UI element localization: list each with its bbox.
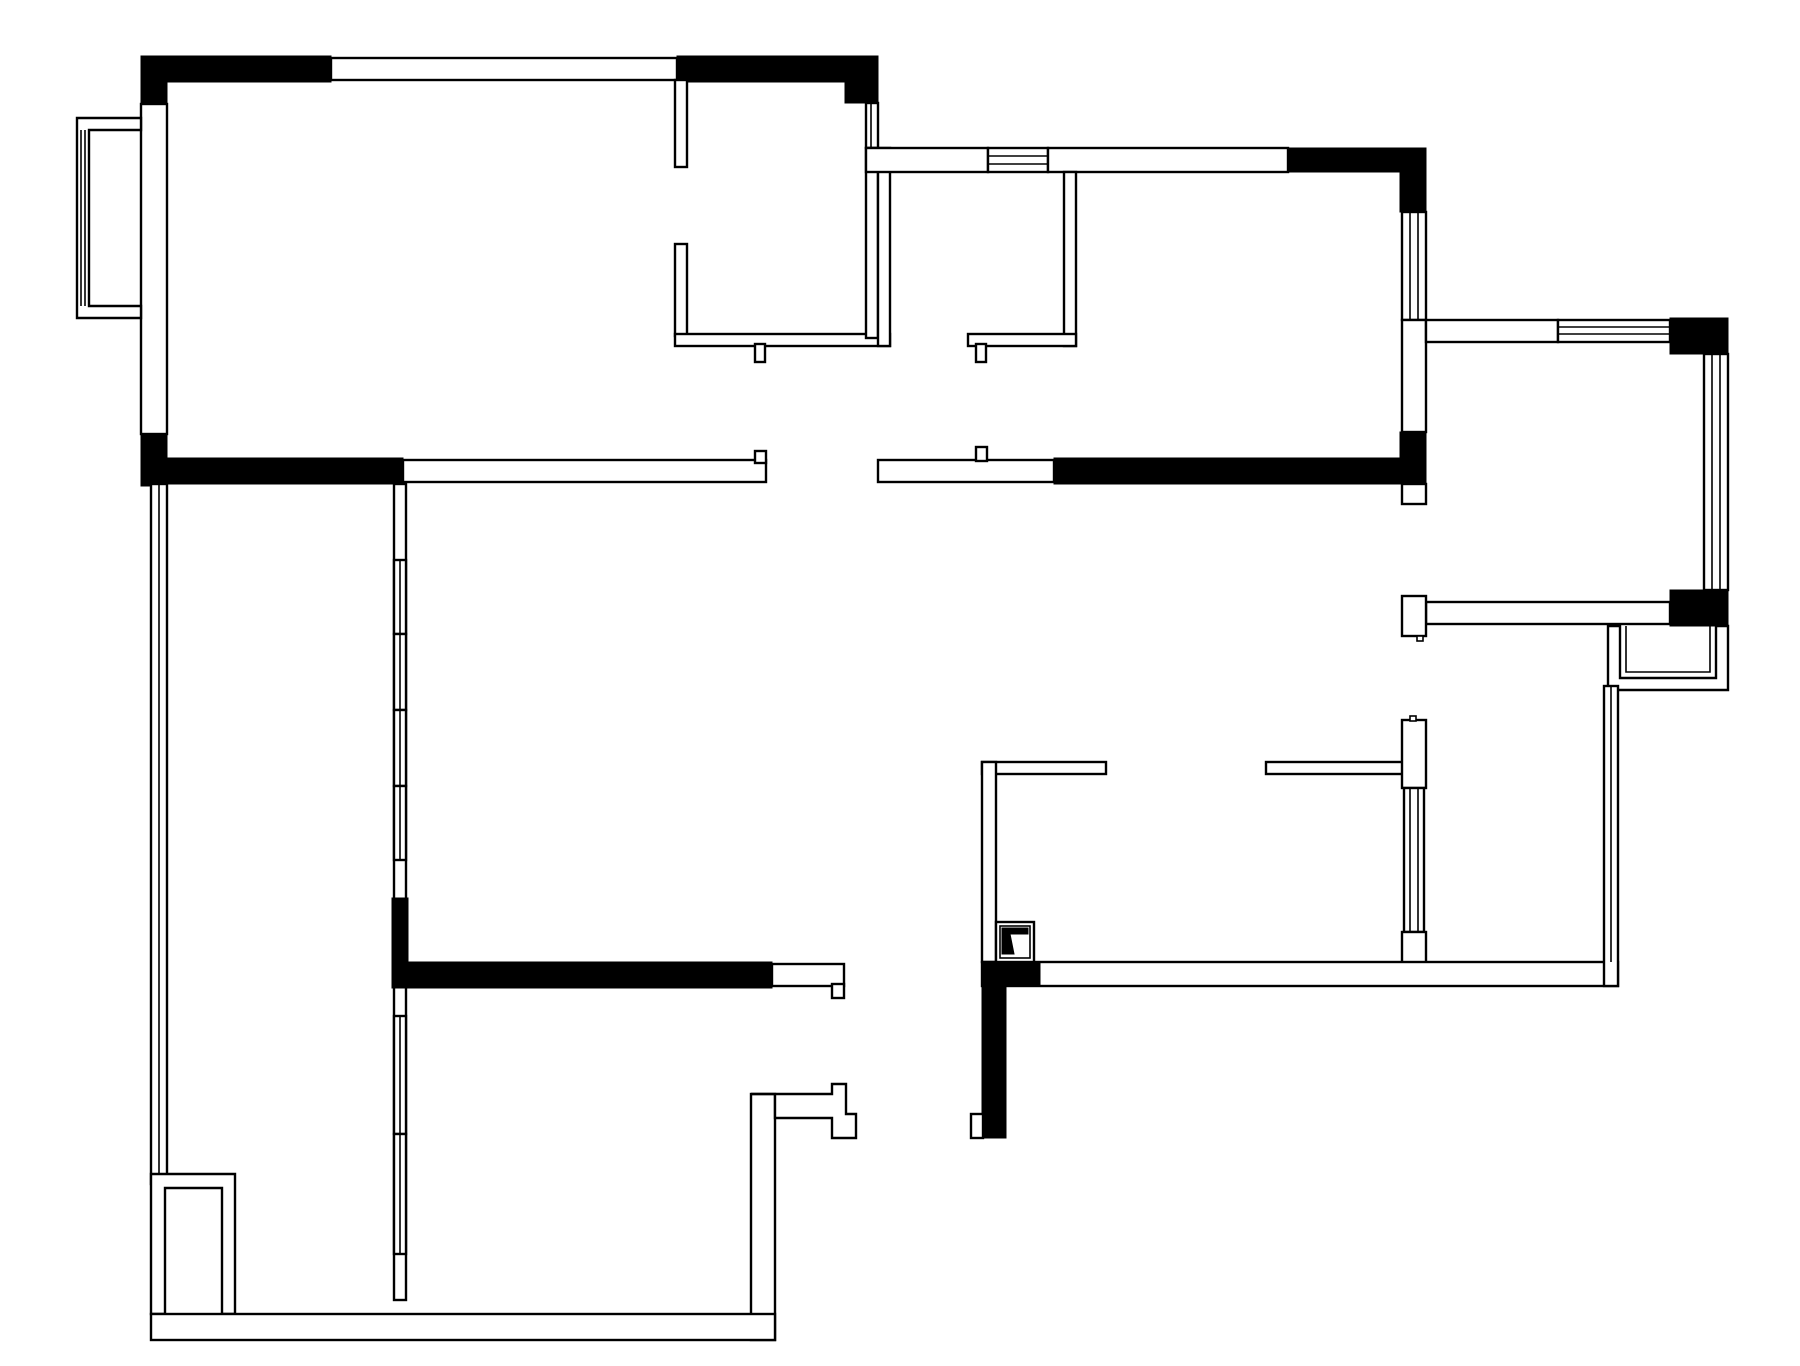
- mid-right-window: [1400, 210, 1428, 322]
- br-top-wall-left: [980, 760, 1108, 776]
- partition-bottom-left: [673, 332, 892, 348]
- right-bottom-wall-stub: [1400, 594, 1428, 638]
- partition-stub-upper: [673, 78, 689, 169]
- br-left-solid-stub: [969, 1112, 985, 1140]
- br-right-pin: [1409, 715, 1417, 722]
- mid-top-window: [986, 146, 1050, 174]
- bottom-wall-outline: [401, 458, 768, 484]
- bay-window-left: [75, 116, 143, 320]
- bl-top-wall-stub: [770, 962, 846, 988]
- mid-divider-vertical: [1062, 170, 1078, 348]
- bl-top-door-post: [830, 982, 846, 1000]
- room-bottom-right: [969, 684, 1620, 1140]
- mid-right-wall-lower: [1400, 318, 1428, 434]
- right-corner-solid-bottom: [1669, 589, 1729, 627]
- bl-door-jamb: [751, 1082, 858, 1140]
- mid-divider-foot: [966, 332, 1078, 348]
- room-top-middle: [864, 146, 1428, 506]
- mid-right-wall-solid-top: [1399, 147, 1427, 213]
- right-bottom-pin: [1416, 635, 1424, 642]
- right-side-window: [1702, 352, 1730, 592]
- top-wall-window: [329, 56, 679, 82]
- right-top-wall: [1424, 318, 1560, 344]
- right-bottom-wall: [1424, 600, 1672, 626]
- br-bottom-wall: [980, 960, 1620, 988]
- shaft-symbol-icon: [1001, 927, 1029, 955]
- mid-top-wall-left: [864, 146, 990, 174]
- partition-right-cap: [876, 146, 892, 348]
- top-wall-solid-left: [140, 55, 332, 83]
- mid-bottom-wall-solid: [1053, 457, 1427, 485]
- room-right: [1400, 317, 1730, 692]
- room-bottom-left: [149, 961, 858, 1342]
- mid-right-wall-stub: [1400, 482, 1428, 506]
- mid-bottom-door-post: [974, 445, 989, 463]
- top-left-room-right-window: [864, 101, 880, 150]
- br-top-wall-right: [1264, 760, 1424, 776]
- bottom-wall-door-post: [753, 449, 768, 465]
- bl-right-wall: [749, 1092, 777, 1342]
- partition-stub-lower: [673, 242, 689, 338]
- mid-bottom-wall-outline: [876, 458, 1056, 484]
- bottom-wall-solid-left: [140, 457, 404, 485]
- left-wall-solid-top: [140, 55, 168, 108]
- br-right-wall-upper: [1400, 718, 1428, 790]
- br-left-solid-column: [981, 961, 1007, 1139]
- room-top-left: [75, 55, 892, 487]
- partition-right-vertical: [864, 146, 880, 340]
- br-right-wall-lower: [1400, 930, 1428, 966]
- corner-column-top-right: [844, 55, 879, 104]
- balcony-ledge-inner: [1625, 626, 1711, 673]
- br-left-wall: [980, 760, 998, 964]
- balcony-ledge: [1606, 624, 1730, 692]
- br-right-window: [1402, 786, 1426, 934]
- left-wall-upper: [139, 102, 169, 436]
- right-top-window: [1556, 318, 1672, 344]
- mid-door-post: [974, 342, 988, 364]
- right-corner-solid-top: [1669, 317, 1729, 355]
- mid-top-wall-right: [1046, 146, 1290, 174]
- bl-bottom-wall: [149, 1312, 777, 1342]
- corridor-left: [149, 482, 409, 1316]
- utility-box: [149, 1172, 237, 1316]
- partition-door-post-a: [753, 342, 767, 364]
- bl-top-wall-solid: [391, 961, 773, 989]
